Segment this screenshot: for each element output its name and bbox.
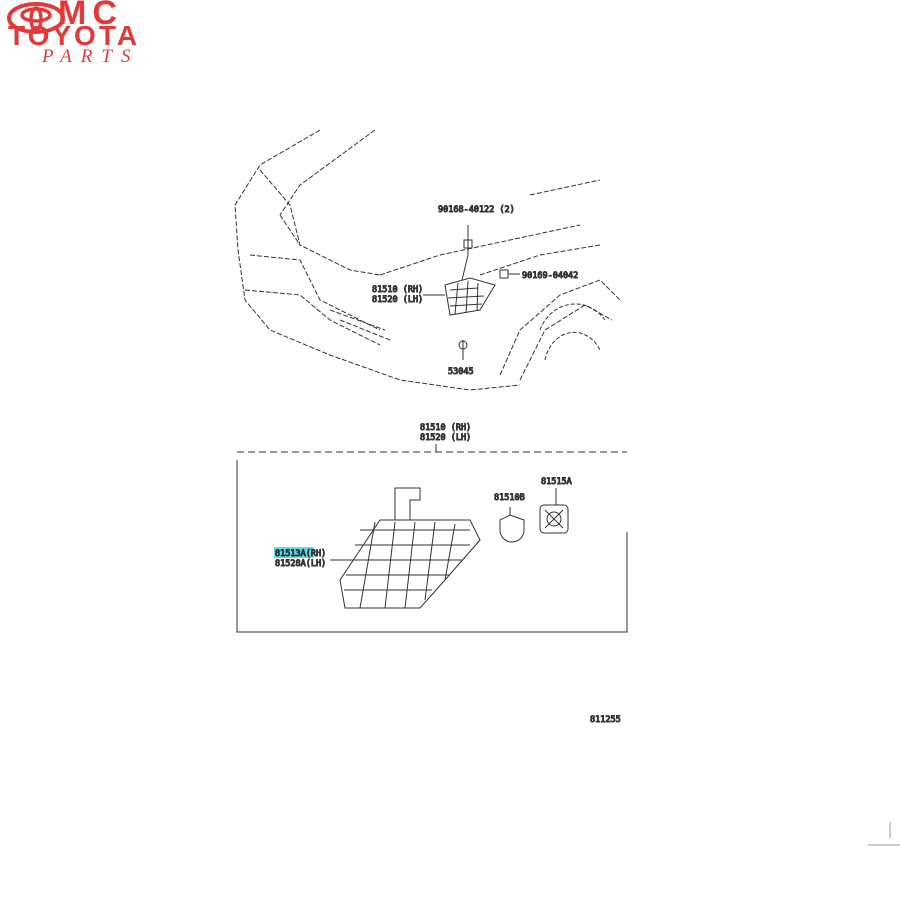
bulb-drawing — [499, 507, 525, 543]
label-lamp-lh-top: 81520 (LH) — [372, 295, 423, 305]
label-lens-lh: 81528A(LH) — [275, 559, 326, 569]
highlight-marker — [274, 547, 314, 558]
detail-box — [236, 451, 628, 633]
label-clip: 53045 — [448, 367, 474, 377]
brand-logo: MC TOYOTA PARTS — [0, 0, 230, 72]
label-box-rh: 81510 (RH) — [420, 423, 471, 433]
socket-drawing — [539, 504, 569, 534]
label-lamp-rh-top: 81510 (RH) — [372, 285, 423, 295]
label-bolt-top: 90168-40122 (2) — [438, 205, 515, 215]
bolt-top-icon — [463, 225, 473, 255]
label-bulb: 81510B — [494, 493, 525, 503]
label-lens-rh: 81513A(RH) — [275, 549, 326, 559]
label-bolt-right: 90169-04042 — [522, 271, 578, 281]
wheel-drawing — [539, 303, 606, 361]
clip-icon — [458, 340, 468, 360]
car-body-drawing — [234, 129, 621, 391]
figure-code: 811255 — [590, 715, 621, 725]
bolt-right-icon — [499, 269, 520, 279]
label-socket: 81515A — [541, 477, 572, 487]
toyota-emblem-icon — [7, 2, 65, 34]
logo-mc-text: MC — [58, 0, 123, 32]
label-box-lh: 81520 (LH) — [420, 433, 471, 443]
corner-lamp-lens-drawing — [339, 487, 481, 609]
logo-parts-text: PARTS — [42, 46, 140, 67]
logo-toyota-text: TOYOTA — [8, 20, 141, 51]
corner-lamp-installed — [444, 277, 496, 316]
corner-mark — [868, 822, 900, 846]
leader-line — [461, 254, 469, 281]
